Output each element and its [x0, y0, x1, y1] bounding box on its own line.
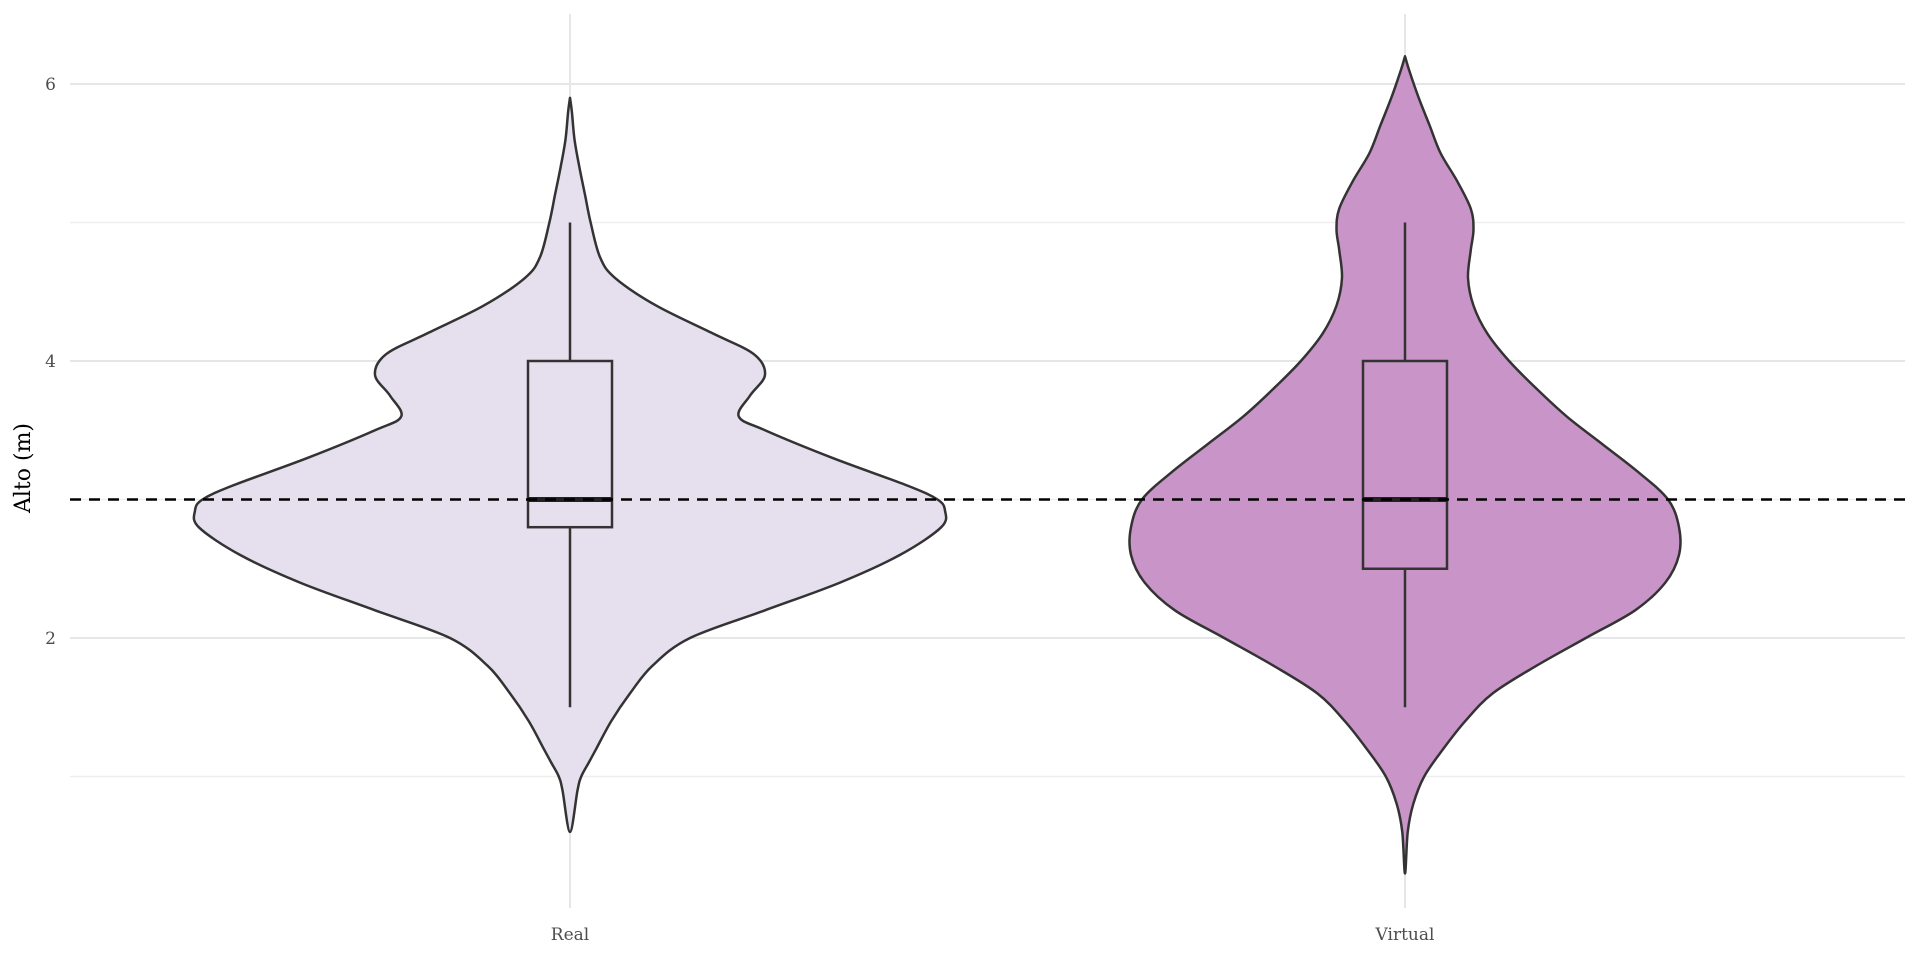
box-real [526, 359, 614, 529]
y-tick-label: 2 [45, 629, 56, 649]
y-tick-label: 4 [45, 352, 56, 372]
x-tick-label: Real [551, 925, 589, 945]
box-virtual [1361, 359, 1449, 570]
y-axis-title: Alto (m) [11, 423, 36, 514]
x-tick-label: Virtual [1375, 925, 1435, 945]
violin-layer [192, 55, 1682, 875]
y-tick-label: 6 [45, 75, 56, 95]
